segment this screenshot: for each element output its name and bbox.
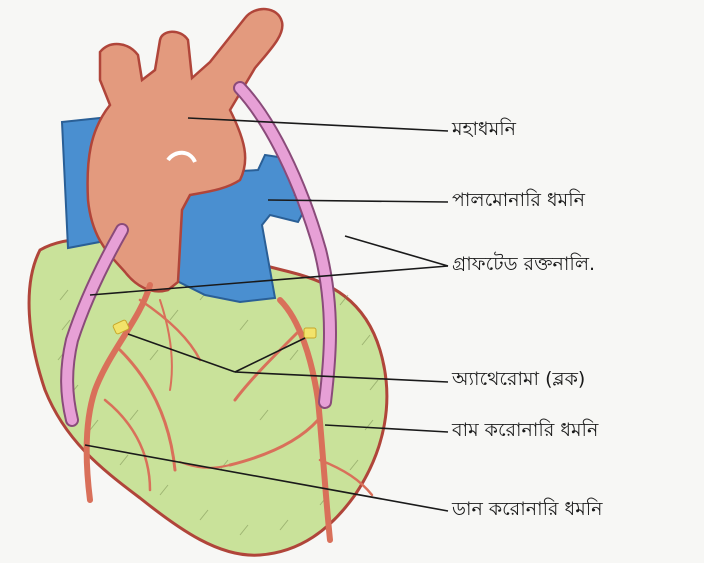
label-right-coronary-artery: ডান করোনারি ধমনি bbox=[452, 500, 603, 519]
label-atheroma: অ্যাথেরোমা (ব্লক) bbox=[452, 370, 585, 389]
label-pulmonary-artery: পালমোনারি ধমনি bbox=[452, 191, 585, 210]
leader-graft-2 bbox=[345, 236, 448, 266]
label-left-coronary-artery: বাম করোনারি ধমনি bbox=[452, 421, 598, 440]
label-grafted-vessel: গ্রাফটেড রক্তনালি. bbox=[452, 255, 595, 274]
label-aorta: মহাধমনি bbox=[452, 120, 516, 139]
